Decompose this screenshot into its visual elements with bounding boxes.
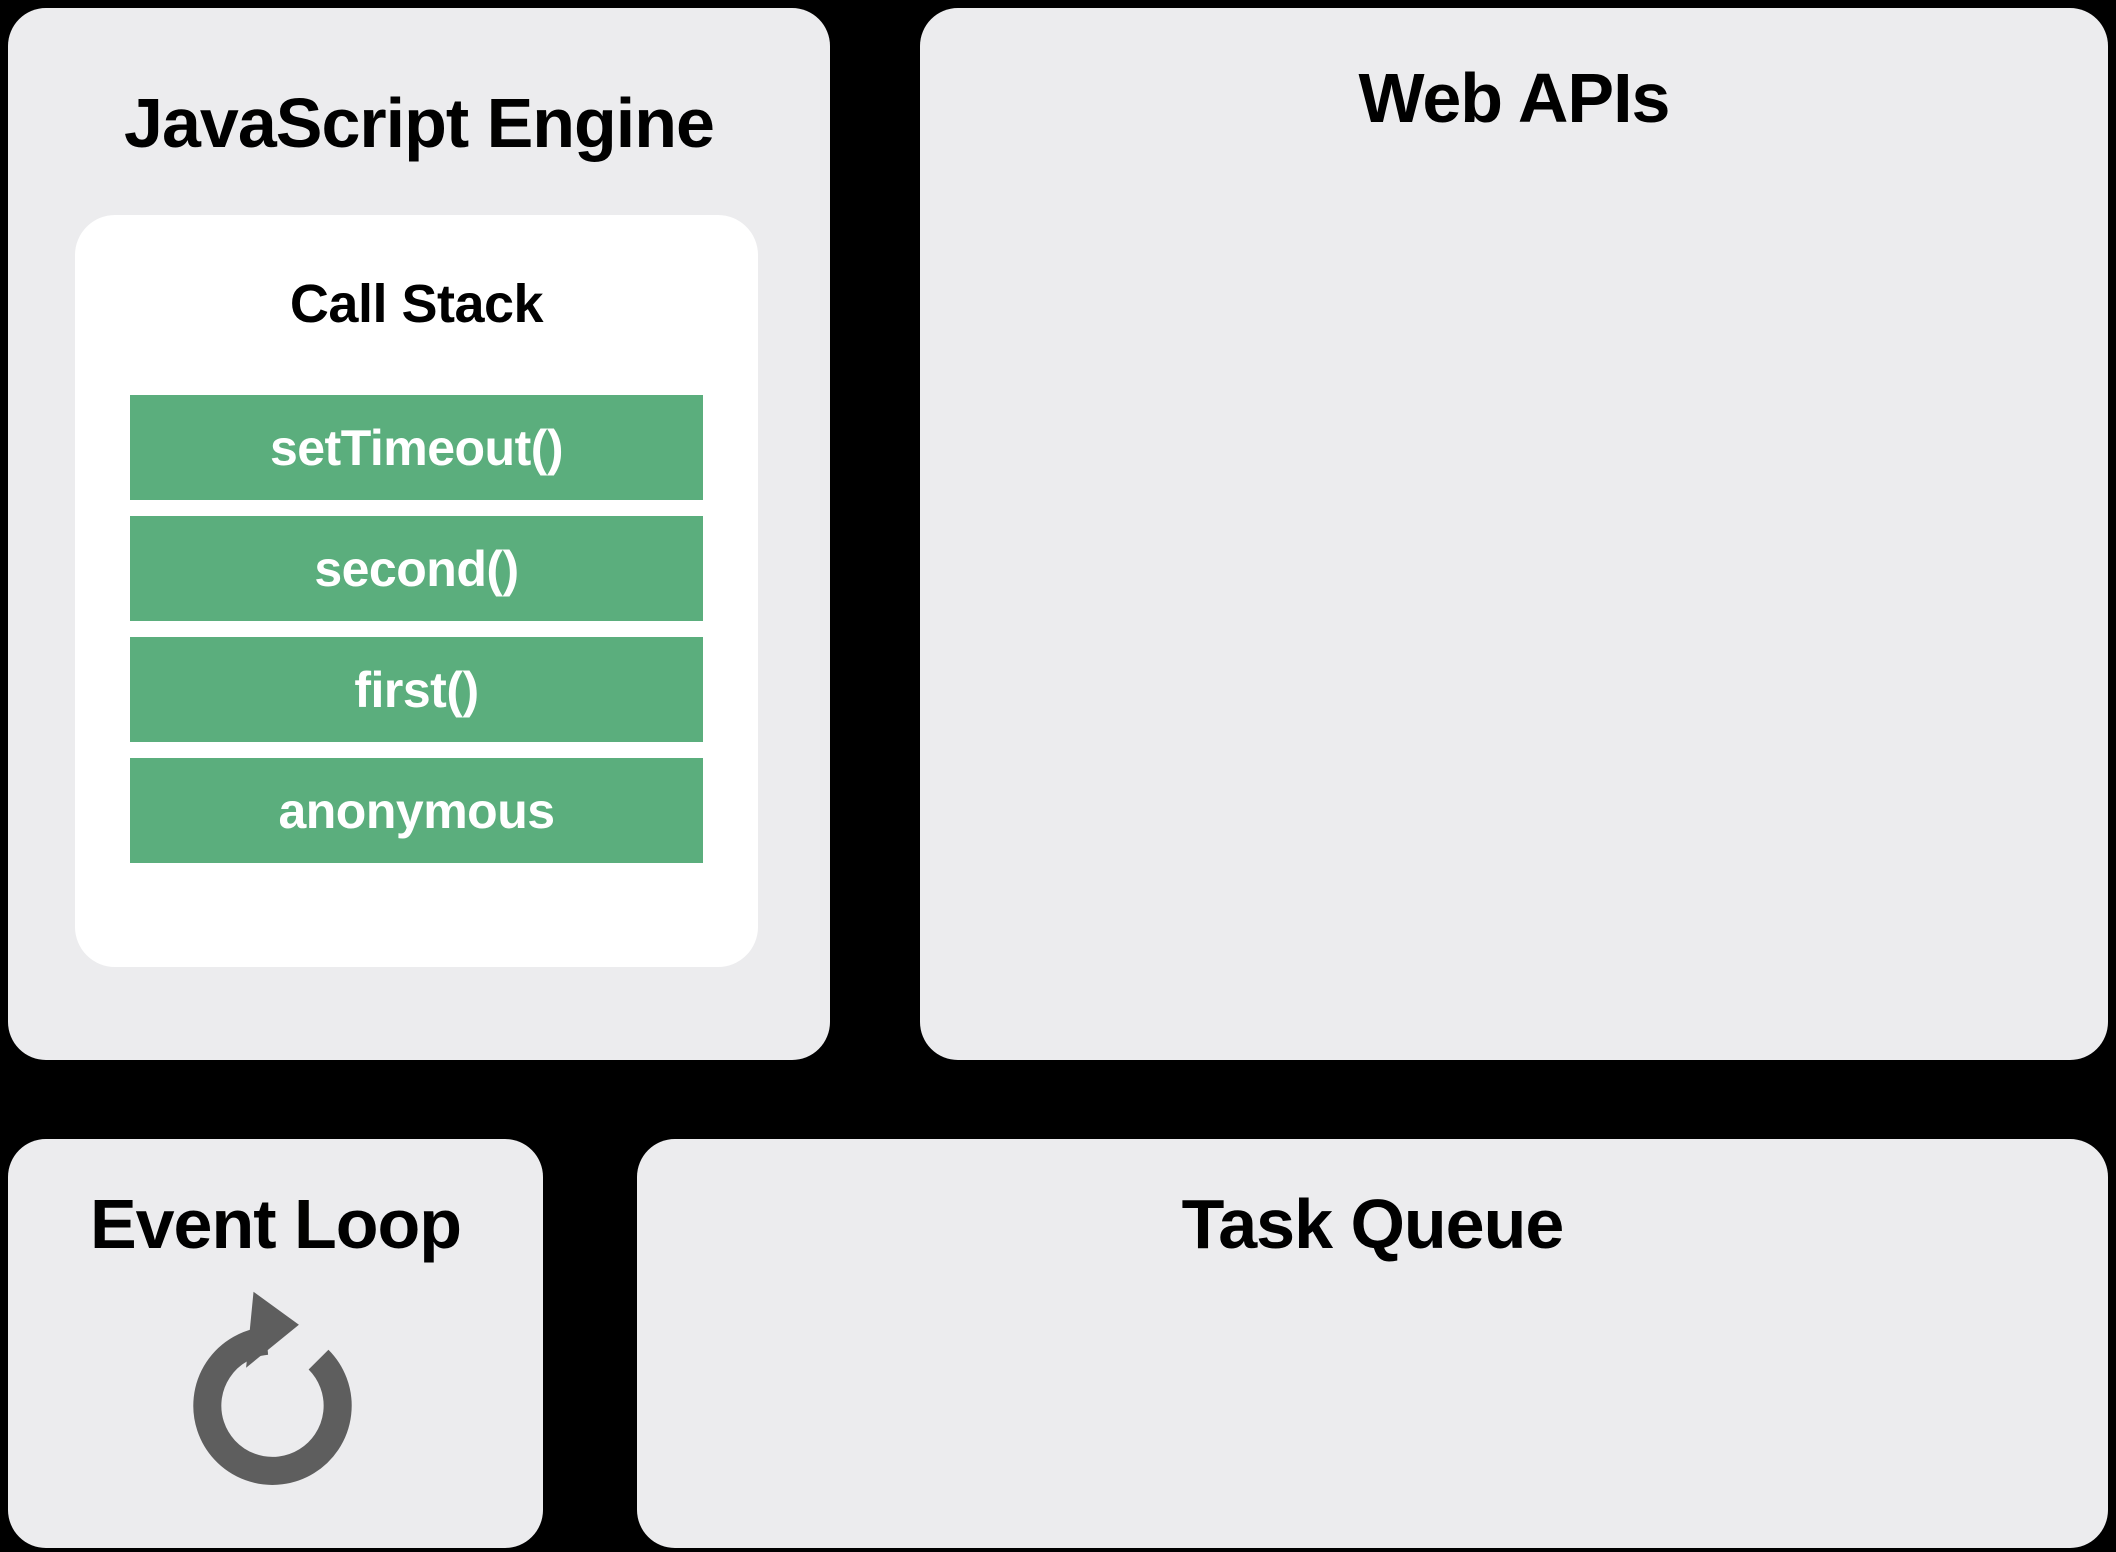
js-engine-panel: JavaScript Engine Call Stack setTimeout(… (8, 8, 830, 1060)
loop-refresh-icon (193, 1291, 352, 1485)
stack-frame-settimeout: setTimeout() (130, 395, 703, 500)
js-engine-title: JavaScript Engine (124, 84, 715, 162)
call-stack-frames: setTimeout() second() first() anonymous (130, 395, 703, 879)
event-loop-title: Event Loop (89, 1185, 462, 1263)
web-apis-panel: Web APIs (920, 8, 2108, 1060)
event-loop-panel: Event Loop (8, 1139, 543, 1548)
task-queue-panel: Task Queue (637, 1139, 2108, 1548)
call-stack-title: Call Stack (289, 274, 544, 334)
stack-frame-anonymous: anonymous (130, 758, 703, 863)
stack-frame-second: second() (130, 516, 703, 621)
stack-frame-first: first() (130, 637, 703, 742)
task-queue-title: Task Queue (1181, 1185, 1565, 1263)
call-stack-card: Call Stack setTimeout() second() first()… (75, 215, 758, 967)
web-apis-title: Web APIs (1358, 59, 1671, 137)
